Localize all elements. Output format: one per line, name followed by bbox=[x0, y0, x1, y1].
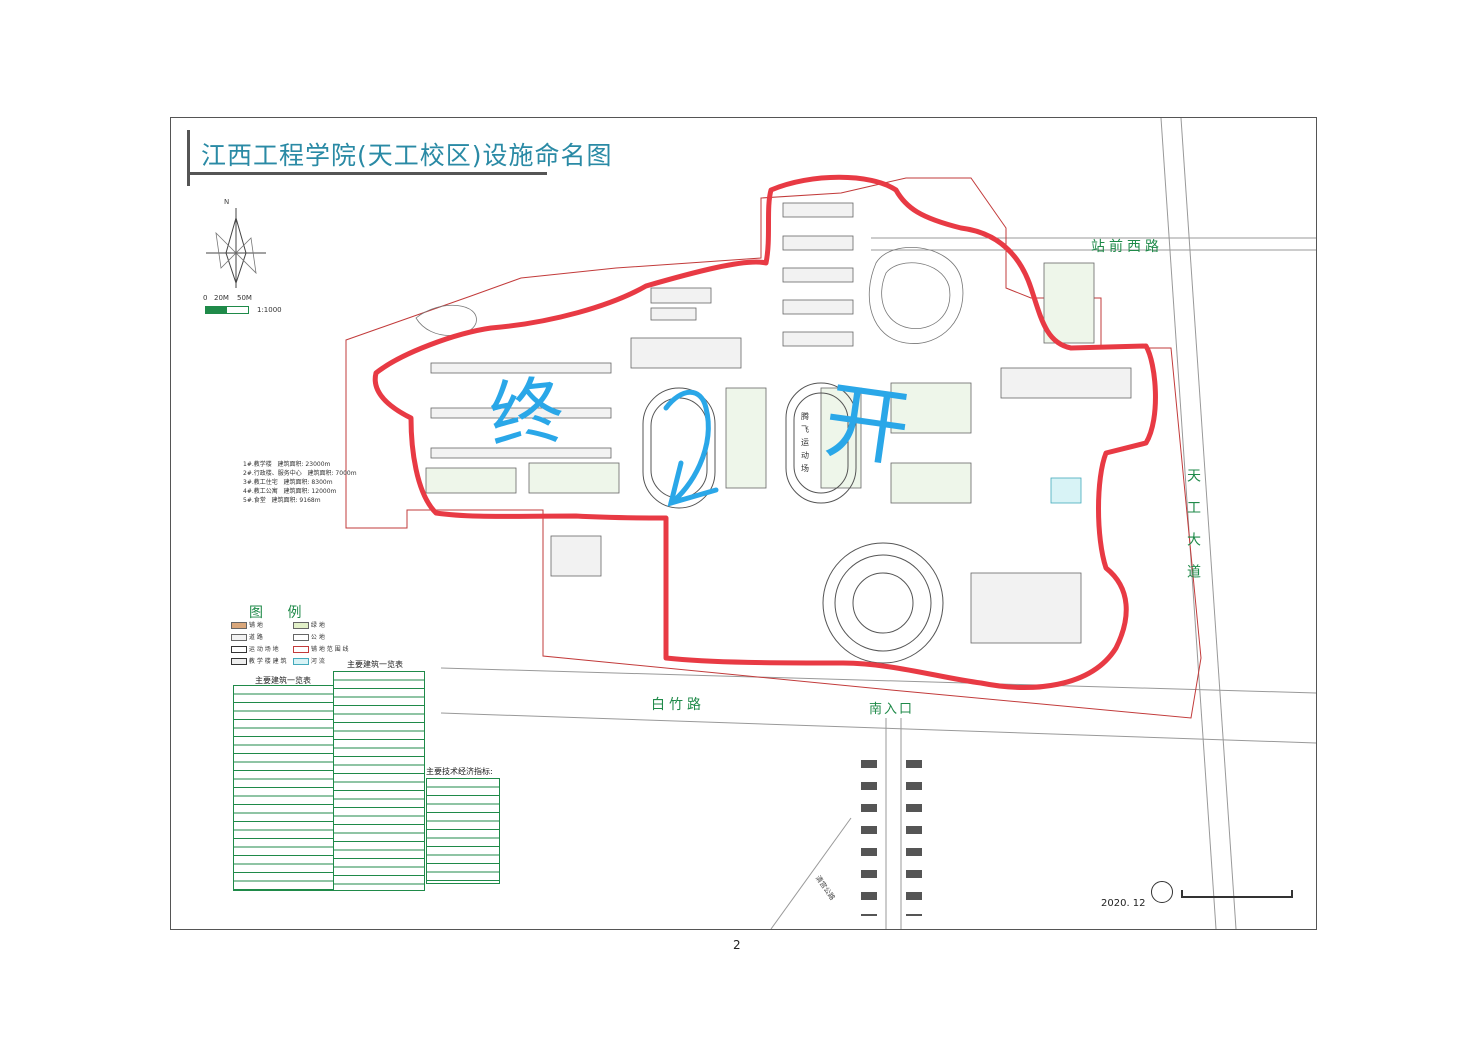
south-building-column bbox=[861, 746, 877, 916]
annotation-left-word: 终 bbox=[485, 367, 568, 461]
legend-item: 教 学 楼 建 筑 bbox=[231, 656, 287, 665]
road-label-east: 天工大道 bbox=[1185, 468, 1201, 596]
annotation-right-word: 开 bbox=[818, 370, 916, 480]
building-types-list: 1#.教学楼 建筑面积: 23000m 2#.行政楼、服务中心 建筑面积: 70… bbox=[243, 460, 357, 505]
building-type-row: 5#.食堂 建筑面积: 9168m bbox=[243, 497, 321, 504]
legend-swatch-icon bbox=[293, 634, 309, 641]
pond bbox=[1050, 477, 1082, 504]
compass-north-label: N bbox=[224, 198, 230, 206]
main-buildings-title: 主要建筑一览表 bbox=[255, 676, 311, 685]
main-buildings-table-2 bbox=[333, 671, 425, 891]
legend-swatch-icon bbox=[231, 634, 247, 641]
page-number: 2 bbox=[733, 938, 741, 952]
scale-ratio: 1:1000 bbox=[257, 306, 282, 314]
main-buildings-table bbox=[233, 685, 335, 891]
legend-swatch-icon bbox=[293, 658, 309, 665]
drawing-date: 2020. 12 bbox=[1101, 898, 1146, 909]
scale-label-20: 20M bbox=[214, 294, 229, 302]
building-type-row: 2#.行政楼、服务中心 建筑面积: 7000m bbox=[243, 470, 357, 477]
contour-hill bbox=[415, 246, 964, 344]
track-label: 腾 bbox=[801, 412, 809, 421]
title-frame-bar bbox=[187, 130, 190, 186]
legend-item: 运 动 场 地 bbox=[231, 644, 279, 653]
bottom-scale-bar-icon bbox=[1181, 890, 1293, 898]
legend-swatch-icon bbox=[293, 622, 309, 629]
blue-arrows bbox=[663, 389, 719, 507]
track-label: 动 bbox=[801, 451, 809, 460]
map-sheet: 江西工程学院(天工校区)设施命名图 bbox=[170, 117, 1317, 930]
scale-label-50: 50M bbox=[237, 294, 252, 302]
scale-bar-icon bbox=[205, 306, 249, 314]
campus-map-drawing bbox=[345, 118, 1316, 929]
legend-swatch-icon bbox=[231, 646, 247, 653]
south-entrance-label: 南入口 bbox=[869, 702, 915, 717]
legend-swatch-icon bbox=[231, 658, 247, 665]
north-arrow-icon bbox=[201, 198, 271, 298]
building-type-row: 1#.教学楼 建筑面积: 23000m bbox=[243, 461, 331, 468]
legend-item: 铺 地 bbox=[231, 620, 263, 629]
track-label: 运 bbox=[801, 438, 809, 447]
building-blocks bbox=[430, 202, 1132, 644]
legend-item: 河 流 bbox=[293, 656, 325, 665]
building-type-row: 3#.教工住宅 建筑面积: 8300m bbox=[243, 479, 333, 486]
red-route-outline bbox=[372, 174, 1158, 690]
title-frame-line bbox=[187, 172, 547, 175]
road-label-north: 站前西路 bbox=[1091, 239, 1163, 255]
central-stadium bbox=[822, 542, 944, 664]
building-type-row: 4#.教工公寓 建筑面积: 12000m bbox=[243, 488, 337, 495]
south-building-column bbox=[906, 746, 922, 916]
legend-box: 铺 地 绿 地 道 路 公 地 运 动 场 地 铺 地 范 围 线 教 学 楼 … bbox=[231, 620, 351, 668]
main-buildings-title-2: 主要建筑一览表 bbox=[347, 660, 403, 669]
legend-swatch-icon bbox=[293, 646, 309, 653]
tech-indicators-title: 主要技术经济指标: bbox=[426, 767, 493, 776]
legend-item: 公 地 bbox=[293, 632, 325, 641]
map-title: 江西工程学院(天工校区)设施命名图 bbox=[201, 141, 613, 170]
legend-item: 道 路 bbox=[231, 632, 263, 641]
legend-swatch-icon bbox=[231, 622, 247, 629]
track-label: 飞 bbox=[801, 425, 809, 434]
tech-indicators-table bbox=[426, 778, 500, 884]
legend-item: 铺 地 范 围 线 bbox=[293, 644, 349, 653]
road-lines bbox=[440, 118, 1316, 929]
road-label-south: 白竹路 bbox=[651, 697, 705, 713]
sports-fields bbox=[425, 262, 1095, 504]
scale-label-0: 0 bbox=[203, 294, 208, 302]
legend-title: 图 例 bbox=[249, 605, 312, 621]
north-circle-icon bbox=[1151, 881, 1173, 903]
track-label: 场 bbox=[801, 464, 809, 473]
legend-item: 绿 地 bbox=[293, 620, 325, 629]
